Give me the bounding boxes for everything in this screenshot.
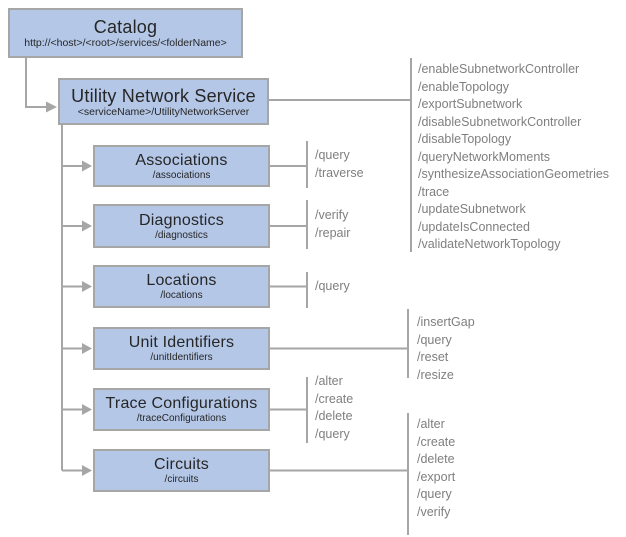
connector-diagnostics-operations xyxy=(270,200,308,249)
node-subtitle: /unitIdentifiers xyxy=(150,352,213,363)
node-title: Trace Configurations xyxy=(105,395,258,412)
operation-label: /resize xyxy=(417,367,454,382)
node-subtitle: <serviceName>/UtilityNetworkServer xyxy=(77,105,250,118)
operation-label: /alter xyxy=(417,417,445,431)
node-title: Circuits xyxy=(154,456,209,473)
connector-branch-associations xyxy=(62,160,92,172)
operation-label: /export xyxy=(417,469,456,484)
operations-list-utility-network-service: /enableSubnetworkController/enableTopolo… xyxy=(418,61,609,254)
operation-label: /validateNetworkTopology xyxy=(418,237,561,251)
connector-service-operations xyxy=(269,58,412,252)
node-subtitle: /diagnostics xyxy=(155,229,208,241)
operation-label: /traverse xyxy=(315,165,364,180)
operations-list-diagnostics: /verify/repair xyxy=(315,207,350,242)
connector-branch-locations xyxy=(62,281,92,292)
operation-label: /verify xyxy=(315,208,349,222)
operation-label: /updateIsConnected xyxy=(418,219,530,234)
operations-list-unit-identifiers: /insertGap/query/reset/resize xyxy=(417,314,475,384)
connector-unit-identifiers-operations xyxy=(270,309,409,378)
operation-label: /query xyxy=(417,487,452,501)
operation-label: /disableTopology xyxy=(418,132,512,146)
connector-branch-diagnostics xyxy=(62,220,92,232)
connector-catalog-to-service xyxy=(25,58,57,113)
node-utility-network-service: Utility Network Service <serviceName>/Ut… xyxy=(58,78,269,125)
node-title: Associations xyxy=(135,151,228,169)
operation-label: /queryNetworkMoments xyxy=(418,149,550,164)
connector-branch-circuits xyxy=(62,465,92,476)
node-subtitle: http://<host>/<root>/services/<folderNam… xyxy=(24,37,227,49)
arrowhead-icon xyxy=(82,404,92,415)
operation-label: /disableSubnetworkController xyxy=(418,114,582,129)
operations-list-circuits: /alter/create/delete/export/query/verify xyxy=(417,416,455,521)
operation-label: /exportSubnetwork xyxy=(418,97,523,111)
arrowhead-icon xyxy=(82,220,92,232)
arrowhead-icon xyxy=(82,465,92,476)
operation-label: /delete xyxy=(315,409,353,423)
connector-circuits-operations xyxy=(270,413,409,535)
operation-label: /delete xyxy=(417,452,455,466)
operation-label: /insertGap xyxy=(417,315,475,329)
node-subtitle: /circuits xyxy=(164,474,199,485)
operation-label: /create xyxy=(315,391,354,406)
node-diagnostics: Diagnostics /diagnostics xyxy=(93,204,270,248)
operations-list-locations: /query xyxy=(315,278,350,296)
operation-label: /enableTopology xyxy=(418,79,510,94)
arrowhead-icon xyxy=(82,160,92,172)
node-title: Unit Identifiers xyxy=(128,334,235,351)
connector-associations-operations xyxy=(270,141,308,188)
node-trace-configurations: Trace Configurations /traceConfiguration… xyxy=(93,388,270,431)
node-subtitle: /locations xyxy=(160,290,203,301)
arrowhead-icon xyxy=(82,281,92,292)
connector-trace-configurations-operations xyxy=(270,377,308,443)
operation-label: /reset xyxy=(417,350,449,364)
operation-label: /query xyxy=(315,426,350,441)
operations-list-associations: /query/traverse xyxy=(315,147,364,182)
node-circuits: Circuits /circuits xyxy=(93,449,270,492)
connector-branch-trace-configurations xyxy=(62,404,92,415)
arrowhead-icon xyxy=(82,343,92,354)
operation-label: /updateSubnetwork xyxy=(418,202,526,216)
operation-label: /verify xyxy=(417,504,451,519)
node-locations: Locations /locations xyxy=(93,265,270,308)
connector-branch-unit-identifiers xyxy=(62,343,92,354)
operation-label: /repair xyxy=(315,225,351,240)
operation-label: /query xyxy=(315,148,350,162)
node-subtitle: /traceConfigurations xyxy=(136,413,227,424)
node-associations: Associations /associations xyxy=(93,145,270,187)
arrowhead-icon xyxy=(46,101,57,113)
node-unit-identifiers: Unit Identifiers /unitIdentifiers xyxy=(93,327,270,370)
node-title: Locations xyxy=(146,272,217,289)
operation-label: /synthesizeAssociationGeometries xyxy=(418,167,610,181)
operation-label: /query xyxy=(315,279,350,293)
operation-label: /create xyxy=(417,434,456,449)
operation-label: /enableSubnetworkController xyxy=(418,62,580,76)
operation-label: /alter xyxy=(315,374,343,388)
node-title: Diagnostics xyxy=(139,211,224,229)
operation-label: /query xyxy=(417,332,452,347)
connector-locations-operations xyxy=(270,272,308,308)
node-title: Utility Network Service xyxy=(71,85,256,106)
operations-list-trace-configurations: /alter/create/delete/query xyxy=(315,373,353,443)
node-title: Catalog xyxy=(93,17,158,37)
node-catalog: Catalog http://<host>/<root>/services/<f… xyxy=(8,8,243,58)
operation-label: /trace xyxy=(418,184,450,199)
node-subtitle: /associations xyxy=(152,169,211,181)
